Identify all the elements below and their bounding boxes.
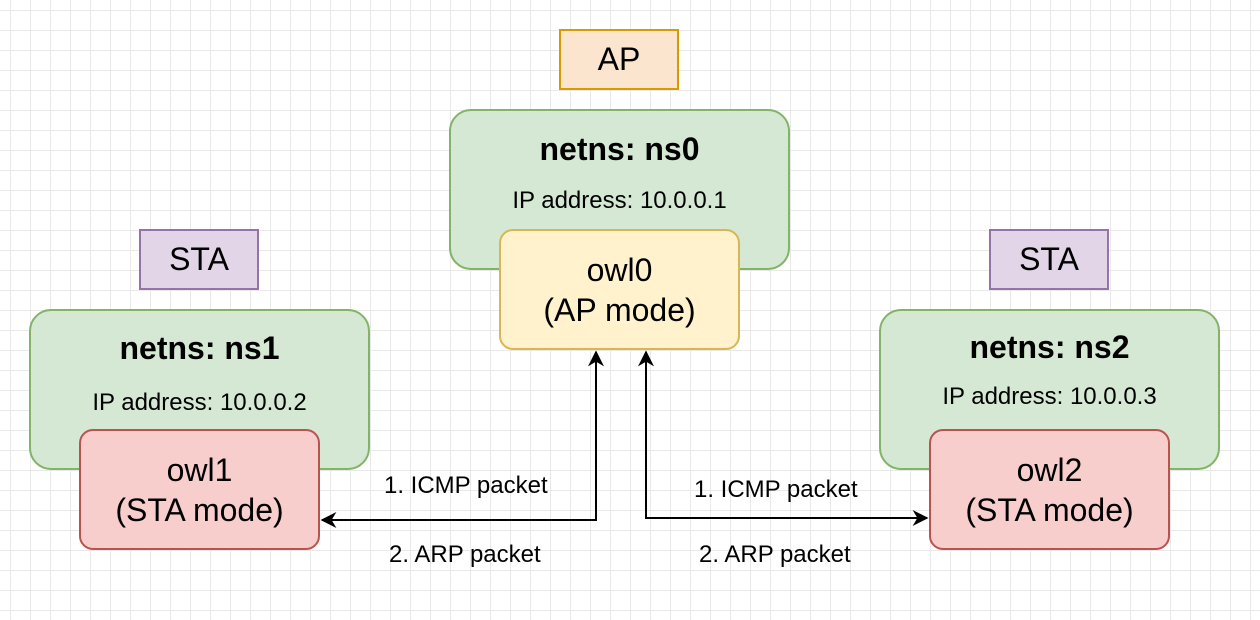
ap-role-label: AP <box>559 29 679 90</box>
netns-ns1-ip: IP address: 10.0.0.2 <box>92 389 307 416</box>
iface-owl2-name: owl2 <box>1016 451 1083 488</box>
netns-ns0-title: netns: ns0 <box>539 131 700 167</box>
iface-owl1: owl1 (STA mode) <box>79 429 320 550</box>
iface-owl2-mode: (STA mode) <box>965 491 1134 528</box>
iface-owl0-name: owl0 <box>586 251 653 288</box>
iface-owl0: owl0 (AP mode) <box>499 229 740 350</box>
sta-role-label-right: STA <box>989 229 1109 290</box>
edge-left-label-arp: 2. ARP packet <box>389 541 541 568</box>
netns-ns2-ip: IP address: 10.0.0.3 <box>942 383 1157 410</box>
iface-owl0-mode: (AP mode) <box>543 291 696 328</box>
netns-ns0-ip: IP address: 10.0.0.1 <box>512 187 727 214</box>
iface-owl2: owl2 (STA mode) <box>929 429 1170 550</box>
netns-ns1-title: netns: ns1 <box>119 330 280 366</box>
edge-left-label-icmp: 1. ICMP packet <box>384 472 548 499</box>
edge-owl0-owl1 <box>320 350 604 528</box>
iface-owl1-mode: (STA mode) <box>115 491 284 528</box>
edge-right-label-icmp: 1. ICMP packet <box>694 476 858 503</box>
iface-owl1-name: owl1 <box>166 451 233 488</box>
netns-ns2-title: netns: ns2 <box>969 329 1130 365</box>
sta-role-label-left: STA <box>139 229 259 290</box>
edge-owl0-owl2 <box>638 350 929 526</box>
edge-right-label-arp: 2. ARP packet <box>699 541 851 568</box>
